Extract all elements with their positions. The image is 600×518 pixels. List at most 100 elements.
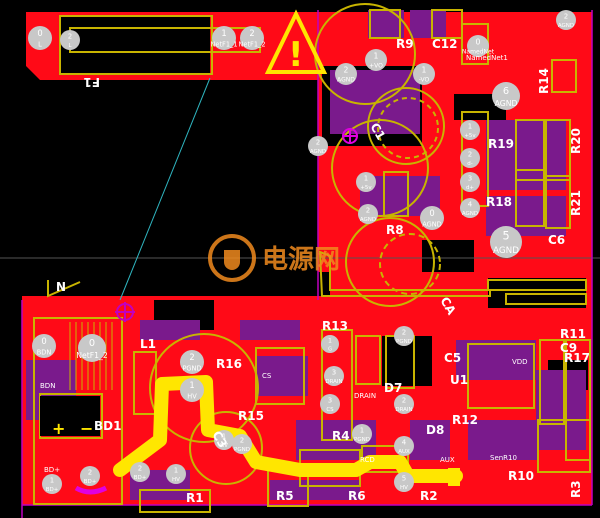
pad--vo[interactable]: 1+VO [365,49,387,71]
svg-text:2: 2 [344,65,349,74]
svg-text:AGND: AGND [462,211,478,217]
svg-text:AGND: AGND [310,149,326,155]
pad--5v[interactable]: 1+5v [460,120,480,140]
svg-text:AUX: AUX [398,449,410,455]
svg-text:5: 5 [402,475,406,483]
svg-text:NetF1_2: NetF1_2 [76,351,108,360]
pad-bd-[interactable]: 2BD+ [80,466,100,486]
svg-text:G: G [328,346,332,352]
svg-text:1: 1 [328,338,332,345]
svg-text:NamedNet: NamedNet [462,49,495,56]
designator-r14: R14 [537,68,551,94]
svg-text:PGND: PGND [354,437,370,443]
senr10-label: SenR10 [490,454,517,462]
svg-text:AGND: AGND [493,246,519,256]
pad-d-[interactable]: 2d- [460,148,480,168]
svg-text:2: 2 [366,207,370,215]
svg-text:d-: d- [467,161,472,167]
svg-text:BD+: BD+ [134,475,147,481]
svg-text:3: 3 [328,397,332,405]
designator-r16: R16 [216,357,242,371]
pad--5v[interactable]: 1+5v [356,172,376,192]
svg-text:AGND: AGND [360,217,376,223]
designator-r1: R1 [186,491,204,505]
bdn-label: BDN [40,382,55,390]
svg-text:PGND: PGND [234,447,250,453]
svg-text:PGND: PGND [182,364,201,372]
designator-r3: R3 [569,480,583,498]
svg-text:-VO: -VO [419,77,430,84]
pad-hv[interactable]: 1HV [180,378,204,402]
bridge-polarity-block: + − [40,396,100,438]
pad-d-[interactable]: 3 d+ [460,172,480,192]
designator-c6: C6 [548,233,565,247]
svg-text:2: 2 [138,465,142,473]
svg-text:HV: HV [187,392,197,400]
trace-stub [448,468,460,486]
designator-n: N [56,279,66,293]
svg-text:PGND: PGND [396,339,412,345]
pad-bd-[interactable]: 1BD+ [42,474,62,494]
svg-text:2: 2 [68,33,72,41]
pads: 0L2L1NetF1_12NetF1_21+VO2AGND2AGND1-VO0N… [28,10,576,494]
pad-l[interactable]: 2L [60,30,80,50]
pad--vo[interactable]: 1-VO [413,63,435,85]
designator-r9: R9 [396,37,414,51]
svg-text:1: 1 [222,433,226,441]
svg-text:3: 3 [468,175,472,183]
designator-d8: D8 [426,423,444,437]
watermark-text: 电源网 [262,245,340,275]
pad-l[interactable]: 0L [28,26,52,50]
designator-r21: R21 [569,190,583,216]
designator-f1: F1 [83,75,100,89]
svg-text:L: L [68,43,72,49]
designator-c5: C5 [444,351,461,365]
aux-label: AUX [440,456,455,464]
designator-r20: R20 [569,128,583,154]
svg-text:DRAIN: DRAIN [325,379,342,385]
svg-text:0: 0 [37,28,42,38]
pad-hv[interactable]: 5HV [394,472,414,492]
silkscreen [33,3,591,513]
svg-text:1: 1 [364,175,368,183]
pad-bd-[interactable]: 2BD+ [130,462,150,482]
svg-text:1: 1 [189,380,194,390]
pad-g[interactable]: 1G [321,335,339,353]
svg-text:HV: HV [172,477,180,483]
pad-hv[interactable]: 1HV [166,464,186,484]
svg-text:d+: d+ [466,185,474,191]
net-labels: BDN BD+ VDD AUX RCD SenR10 NamedNet1 CS … [40,54,528,474]
designator-r11: R11 [560,327,586,341]
pad-cs[interactable]: 3CS [320,394,340,414]
svg-text:1: 1 [360,427,364,435]
designator-c12: C12 [432,37,458,51]
svg-text:2: 2 [240,437,244,445]
watermark: 电源网 [208,234,340,282]
svg-text:2: 2 [564,13,568,21]
svg-text:0: 0 [429,208,434,218]
svg-text:0: 0 [41,336,46,346]
designator-bd1: BD1 [94,419,121,433]
pad-hv[interactable]: 1HV [214,430,234,450]
